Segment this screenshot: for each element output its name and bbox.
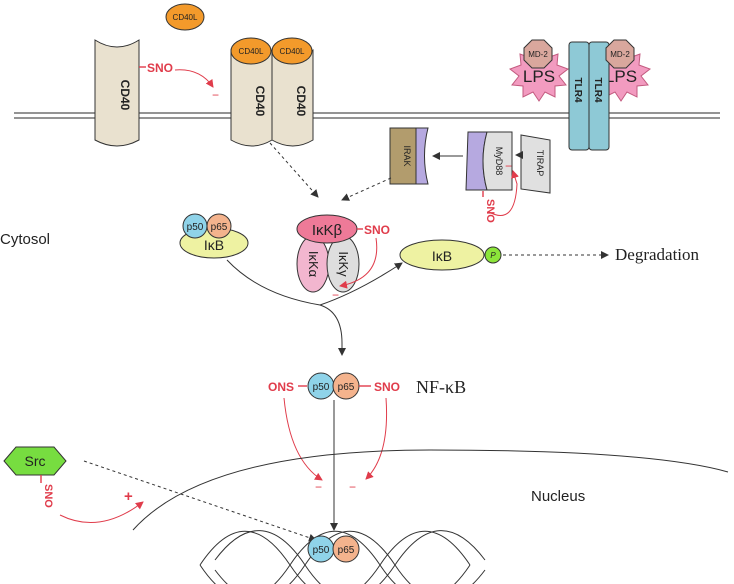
ikk-gamma-label: IκKγ bbox=[336, 251, 351, 277]
degradation-label: Degradation bbox=[615, 245, 700, 264]
cd40-sno-label: SNO bbox=[147, 61, 173, 75]
cd40-label-1: CD40 bbox=[118, 80, 132, 111]
nucleus-label: Nucleus bbox=[531, 488, 585, 505]
complex-p65-label: p65 bbox=[211, 222, 228, 233]
src-kinase: Src SNO + bbox=[3, 446, 317, 542]
cd40l-bound-label-2: CD40L bbox=[280, 47, 305, 56]
nfkb-p65-label: p65 bbox=[338, 382, 355, 393]
ikk-beta-label: IκKβ bbox=[312, 222, 343, 239]
tlr4-bar-right bbox=[588, 41, 610, 151]
md2-label-right: MD-2 bbox=[610, 50, 630, 59]
lps-label-right: LPS bbox=[605, 67, 637, 86]
cytosol-label: Cytosol bbox=[0, 231, 50, 248]
myd88-sno-label: SNO bbox=[484, 199, 496, 223]
tlr-pathway-arrows bbox=[432, 151, 523, 160]
myd88-label: MyD88 bbox=[494, 147, 504, 176]
md2-octagon-left bbox=[523, 39, 553, 69]
cd40-label-3: CD40 bbox=[294, 86, 308, 117]
myd88: MyD88 bbox=[465, 131, 513, 191]
p50-ons-label: ONS bbox=[268, 380, 294, 394]
phospho-label: P bbox=[490, 251, 496, 260]
p65-sno-modification: SNO − bbox=[349, 380, 400, 494]
cd40-dimer-bound: CD40L CD40L CD40 CD40 bbox=[230, 37, 314, 147]
p50-sno-modification: ONS − bbox=[268, 380, 323, 494]
nfkb-p50-label: p50 bbox=[313, 382, 330, 393]
nfkb-label: NF-κB bbox=[416, 377, 466, 397]
cd40l-bound-label-1: CD40L bbox=[239, 47, 264, 56]
cd40-inhibit-minus: − bbox=[212, 88, 219, 102]
ikk-sno-modification: SNO − bbox=[332, 223, 390, 302]
cd40-sno-modification: SNO − bbox=[139, 61, 219, 102]
cd40l-free-label: CD40L bbox=[173, 13, 198, 22]
src-sno-label: SNO bbox=[42, 484, 54, 508]
tlr4-complex: LPS LPS TLR4 TLR4 MD-2 MD-2 bbox=[508, 39, 652, 151]
dna-double-helix bbox=[199, 530, 486, 584]
md2-label-left: MD-2 bbox=[528, 50, 548, 59]
p50-inhibit-minus: − bbox=[315, 480, 322, 494]
activation-dashed-arrows bbox=[269, 142, 392, 201]
nfkb-release-curves bbox=[226, 259, 403, 356]
cd40l-free: CD40L bbox=[165, 3, 205, 31]
degradation-pathway: Degradation bbox=[503, 245, 700, 264]
tirap-label: TIRAP bbox=[535, 150, 545, 177]
myd88-sno-modification: SNO − bbox=[482, 159, 519, 223]
md2-octagon-right bbox=[605, 39, 635, 69]
cd40-label-2: CD40 bbox=[253, 86, 267, 117]
myd88-inhibit-minus: − bbox=[505, 159, 512, 173]
tirap: TIRAP bbox=[520, 134, 551, 194]
ikk-inhibit-minus: − bbox=[332, 288, 339, 302]
p65-inhibit-minus: − bbox=[349, 480, 356, 494]
released-ikb-label: IκB bbox=[432, 248, 452, 264]
irak: IRAK bbox=[389, 127, 429, 185]
nfkb-nuclear: p50 p65 bbox=[307, 535, 360, 563]
complex-ikb-label: IκB bbox=[204, 237, 224, 253]
ikk-alpha-label: IκKα bbox=[306, 251, 321, 278]
irak-label: IRAK bbox=[402, 145, 412, 166]
lps-star-left bbox=[508, 47, 570, 102]
nuclear-membrane bbox=[132, 449, 729, 531]
src-label: Src bbox=[25, 453, 46, 469]
nuclear-p50-label: p50 bbox=[313, 545, 330, 556]
lps-label-left: LPS bbox=[523, 67, 555, 86]
complex-p50-label: p50 bbox=[187, 222, 204, 233]
tlr4-label-right: TLR4 bbox=[592, 78, 603, 103]
phosphorylated-ikb: IκB P bbox=[399, 239, 502, 271]
tlr4-label-left: TLR4 bbox=[572, 78, 583, 103]
nfkb-ikb-complex: p50 p65 IκB bbox=[179, 213, 249, 259]
ikk-sno-label: SNO bbox=[364, 223, 390, 237]
nuclear-p65-label: p65 bbox=[338, 545, 355, 556]
p65-sno-label: SNO bbox=[374, 380, 400, 394]
ikk-complex: IκKβ IκKα IκKγ bbox=[296, 214, 360, 293]
nfkb-free: p50 p65 bbox=[307, 372, 360, 400]
cd40-receptor-unbound: CD40 bbox=[94, 39, 140, 147]
src-activate-plus: + bbox=[124, 488, 133, 505]
